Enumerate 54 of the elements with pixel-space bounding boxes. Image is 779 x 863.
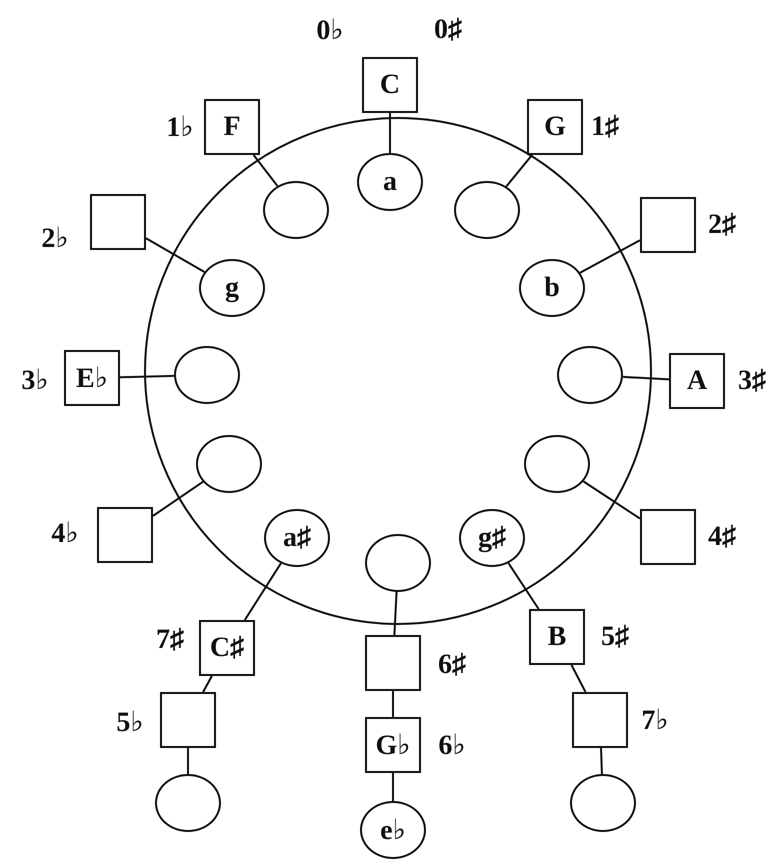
major-key-box: C♯ bbox=[199, 620, 255, 676]
connector-line bbox=[582, 480, 641, 520]
major-key-box: G bbox=[527, 99, 583, 155]
key-signature-label: 1♭ bbox=[166, 111, 194, 144]
connector-line bbox=[508, 562, 540, 610]
key-signature-label: 6♭ bbox=[438, 729, 466, 762]
connector-line bbox=[392, 691, 394, 717]
empty-box bbox=[640, 197, 696, 253]
key-signature-label: 3♭ bbox=[21, 364, 49, 397]
minor-key-circle: a♯ bbox=[264, 509, 330, 567]
key-signature-label: 1♯ bbox=[591, 111, 619, 143]
connector-line bbox=[393, 592, 398, 636]
major-key-box: E♭ bbox=[64, 350, 120, 406]
key-signature-label: 2♭ bbox=[41, 222, 69, 255]
connector-line bbox=[152, 480, 204, 517]
minor-key-circle: b bbox=[519, 259, 585, 317]
connector-line bbox=[622, 376, 670, 380]
minor-key-circle: a bbox=[357, 153, 423, 211]
connector-line bbox=[506, 154, 533, 188]
connector-line bbox=[600, 748, 603, 774]
key-signature-label: 5♯ bbox=[601, 621, 629, 653]
empty-box bbox=[365, 635, 421, 691]
connector-line bbox=[580, 239, 640, 274]
connector-line bbox=[120, 374, 174, 378]
empty-box bbox=[640, 509, 696, 565]
empty-box bbox=[572, 692, 628, 748]
key-signature-label: 4♯ bbox=[708, 521, 736, 553]
key-signature-label: 5♭ bbox=[116, 706, 144, 739]
connector-line bbox=[146, 237, 205, 273]
minor-key-circle: e♭ bbox=[360, 801, 426, 859]
connector-line bbox=[570, 664, 586, 692]
key-signature-label: 0♯ bbox=[434, 14, 462, 46]
empty-box bbox=[160, 692, 216, 748]
connector-line bbox=[187, 748, 189, 774]
key-signature-label: 2♯ bbox=[708, 209, 736, 241]
minor-key-circle: g♯ bbox=[459, 509, 525, 567]
key-signature-label: 4♭ bbox=[51, 517, 79, 550]
major-key-box: F bbox=[204, 99, 260, 155]
connector-line bbox=[202, 676, 213, 692]
empty-box bbox=[97, 507, 153, 563]
connector-line bbox=[244, 562, 282, 621]
minor-key-circle: g bbox=[199, 259, 265, 317]
major-key-box: B bbox=[529, 609, 585, 665]
key-signature-label: 6♯ bbox=[438, 649, 466, 681]
major-key-box: A bbox=[669, 353, 725, 409]
key-signature-label: 0♭ bbox=[316, 14, 344, 47]
key-signature-label: 7♭ bbox=[641, 704, 669, 737]
connector-line bbox=[389, 113, 391, 153]
connector-line bbox=[392, 773, 394, 801]
key-signature-label: 7♯ bbox=[156, 624, 184, 656]
major-key-box: G♭ bbox=[365, 717, 421, 773]
empty-box bbox=[90, 194, 146, 250]
major-key-box: C bbox=[362, 57, 418, 113]
key-signature-label: 3♯ bbox=[738, 365, 766, 397]
